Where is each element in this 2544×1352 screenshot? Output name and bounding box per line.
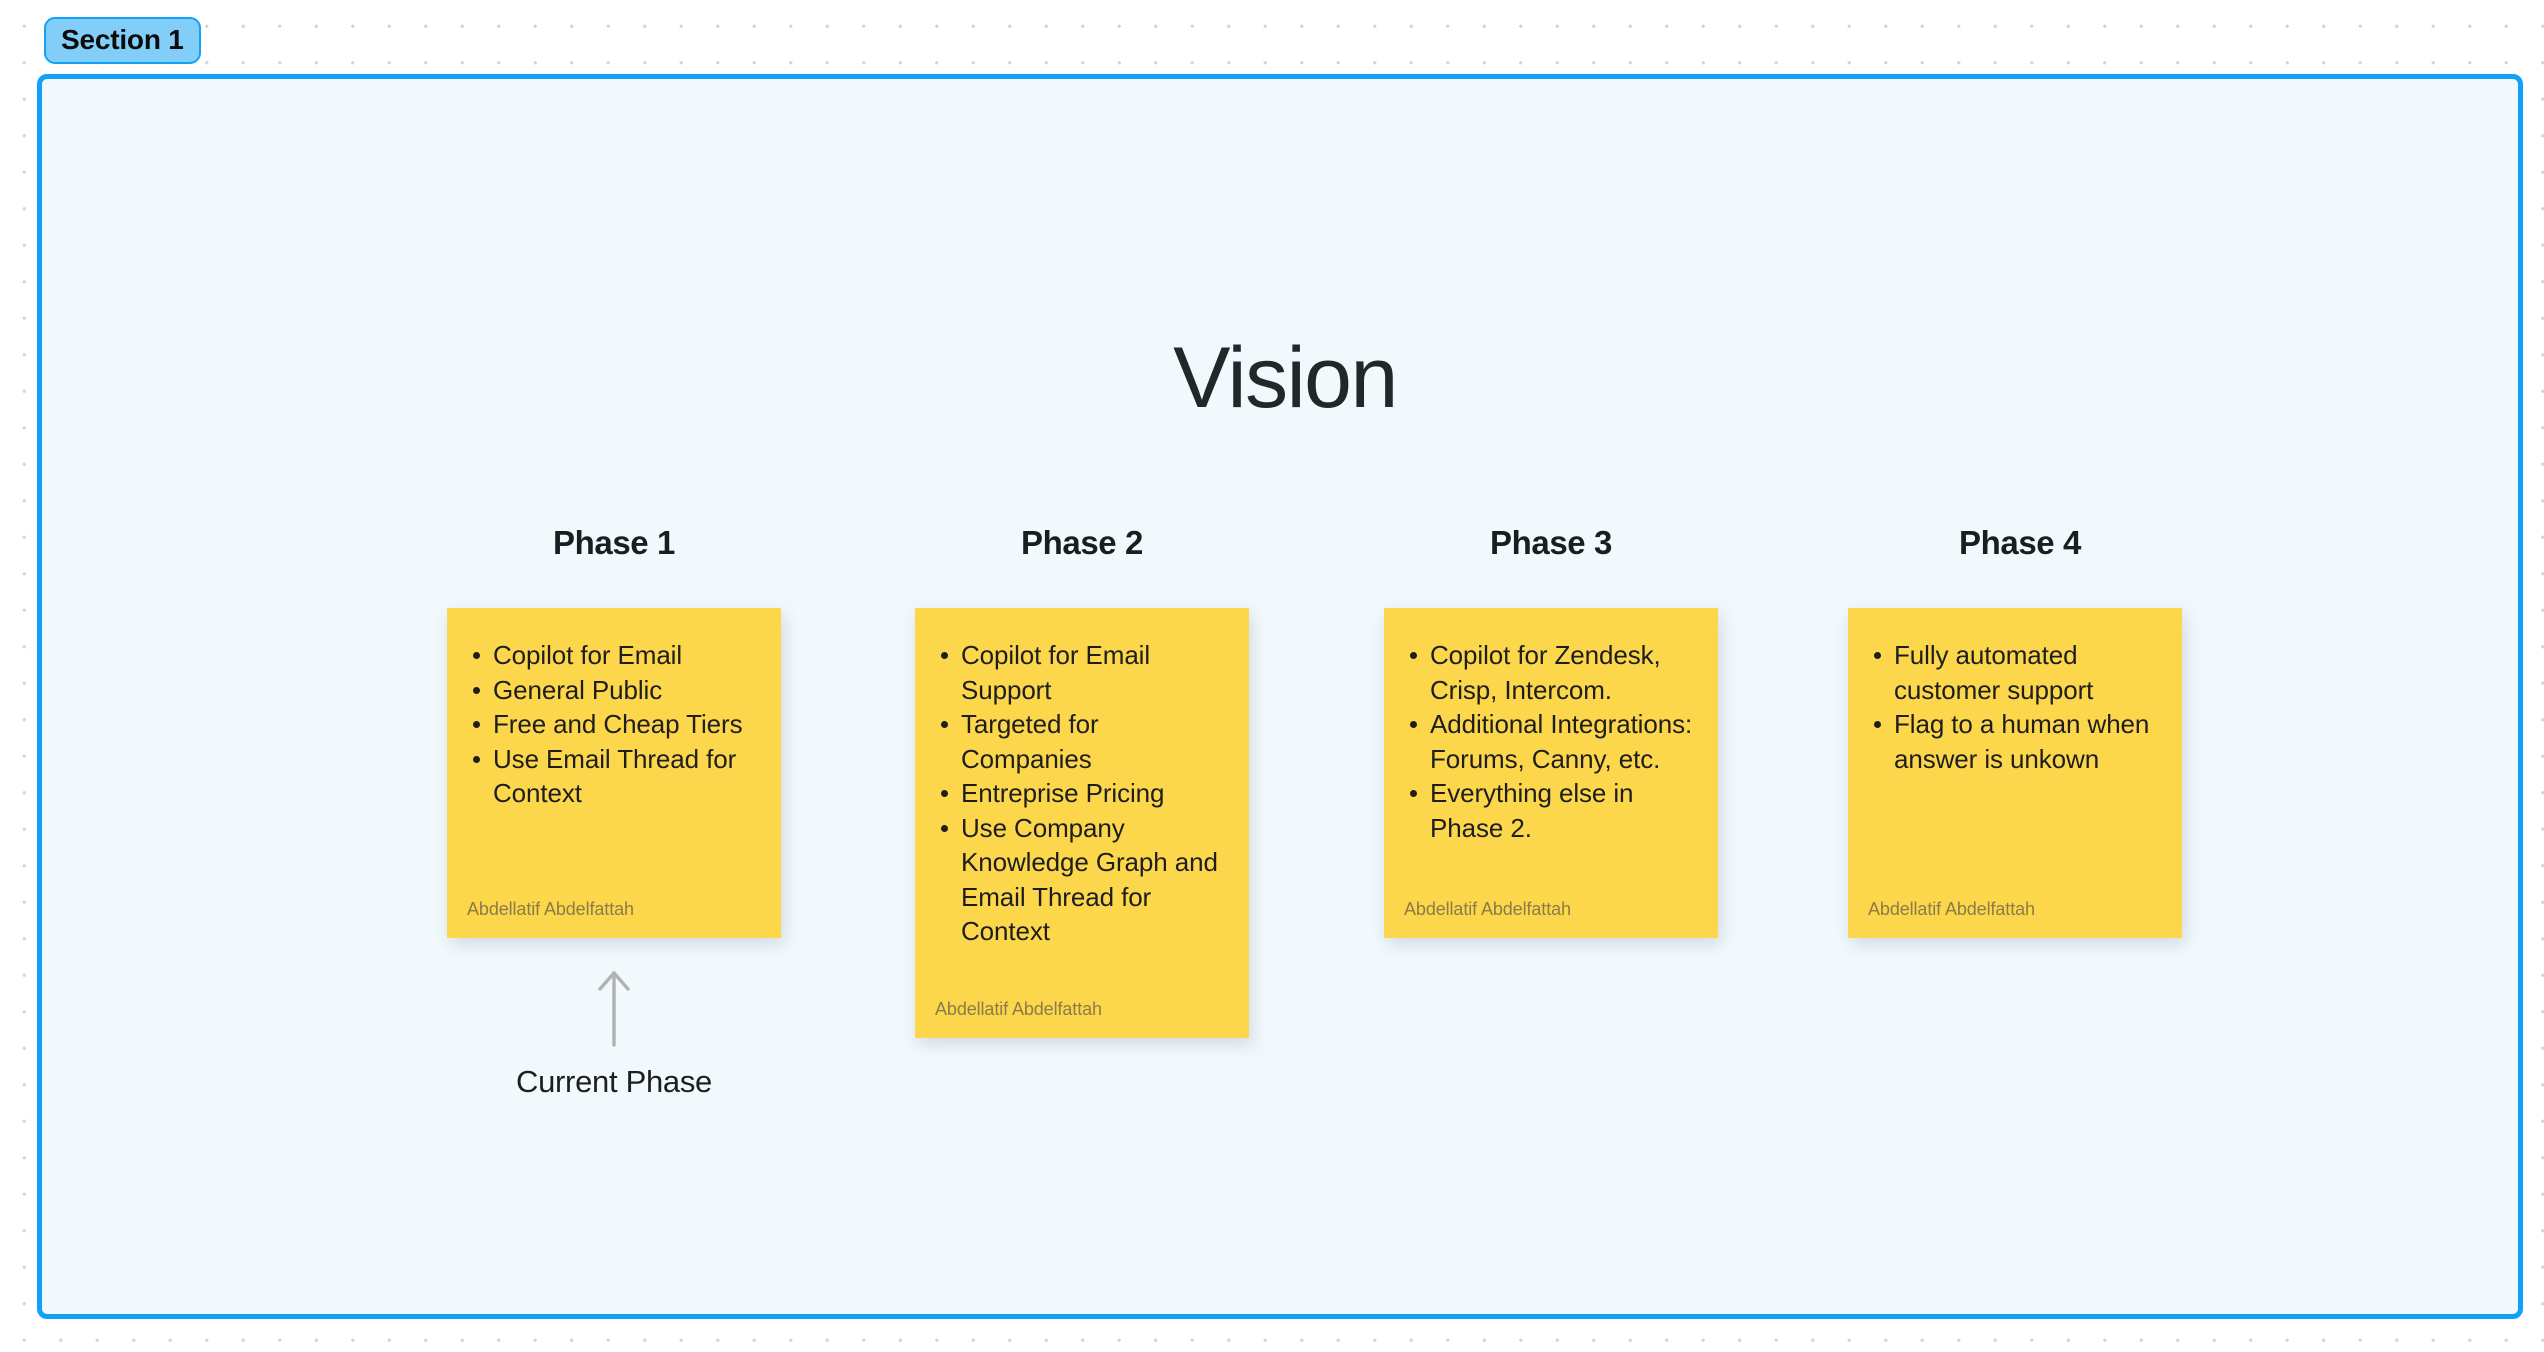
section-frame[interactable]: Vision Phase 1 Copilot for Email General… — [37, 74, 2523, 1319]
list-item: Flag to a human when answer is unkown — [1868, 707, 2162, 776]
phase-heading-4: Phase 4 — [1959, 524, 2081, 561]
list-item: Copilot for Zendesk, Crisp, Intercom. — [1404, 638, 1698, 707]
phase-heading-2: Phase 2 — [1021, 524, 1143, 561]
phase-column-4: Phase 4 Fully automated customer support… — [1821, 524, 2187, 939]
current-phase-annotation[interactable]: Current Phase — [447, 967, 781, 1099]
sticky-note-list-4: Fully automated customer support Flag to… — [1868, 638, 2162, 899]
sticky-note-author-3: Abdellatif Abdelfattah — [1404, 899, 1571, 920]
list-item: Use Email Thread for Context — [467, 742, 761, 811]
board-title: Vision — [1173, 330, 1398, 426]
current-phase-label: Current Phase — [516, 1064, 712, 1099]
phase-heading-3: Phase 3 — [1490, 524, 1612, 561]
list-item: Fully automated customer support — [1868, 638, 2162, 707]
list-item: Targeted for Companies — [935, 707, 1229, 776]
phase-heading-1: Phase 1 — [553, 524, 675, 561]
sticky-note-list-3: Copilot for Zendesk, Crisp, Intercom. Ad… — [1404, 638, 1698, 899]
list-item: Entreprise Pricing — [935, 776, 1229, 811]
list-item: Everything else in Phase 2. — [1404, 776, 1698, 845]
phase-column-1: Phase 1 Copilot for Email General Public… — [415, 524, 781, 939]
sticky-note-phase-1[interactable]: Copilot for Email General Public Free an… — [447, 608, 781, 939]
sticky-note-phase-3[interactable]: Copilot for Zendesk, Crisp, Intercom. Ad… — [1384, 608, 1718, 939]
list-item: Use Company Knowledge Graph and Email Th… — [935, 811, 1229, 949]
sticky-note-author-4: Abdellatif Abdelfattah — [1868, 899, 2035, 920]
list-item: Free and Cheap Tiers — [467, 707, 761, 742]
list-item: General Public — [467, 673, 761, 708]
sticky-note-author-1: Abdellatif Abdelfattah — [467, 899, 634, 920]
list-item: Copilot for Email — [467, 638, 761, 673]
phase-column-3: Phase 3 Copilot for Zendesk, Crisp, Inte… — [1352, 524, 1718, 939]
phase-column-2: Phase 2 Copilot for Email Support Target… — [883, 524, 1249, 1039]
section-label[interactable]: Section 1 — [44, 17, 201, 65]
sticky-note-list-2: Copilot for Email Support Targeted for C… — [935, 638, 1229, 999]
phase-columns: Phase 1 Copilot for Email General Public… — [42, 79, 2518, 1314]
list-item: Additional Integrations: Forums, Canny, … — [1404, 707, 1698, 776]
sticky-note-list-1: Copilot for Email General Public Free an… — [467, 638, 761, 899]
sticky-note-phase-4[interactable]: Fully automated customer support Flag to… — [1848, 608, 2182, 939]
list-item: Copilot for Email Support — [935, 638, 1229, 707]
sticky-note-author-2: Abdellatif Abdelfattah — [935, 999, 1102, 1020]
sticky-note-phase-2[interactable]: Copilot for Email Support Targeted for C… — [915, 608, 1249, 1039]
arrow-up-icon — [447, 967, 781, 1047]
